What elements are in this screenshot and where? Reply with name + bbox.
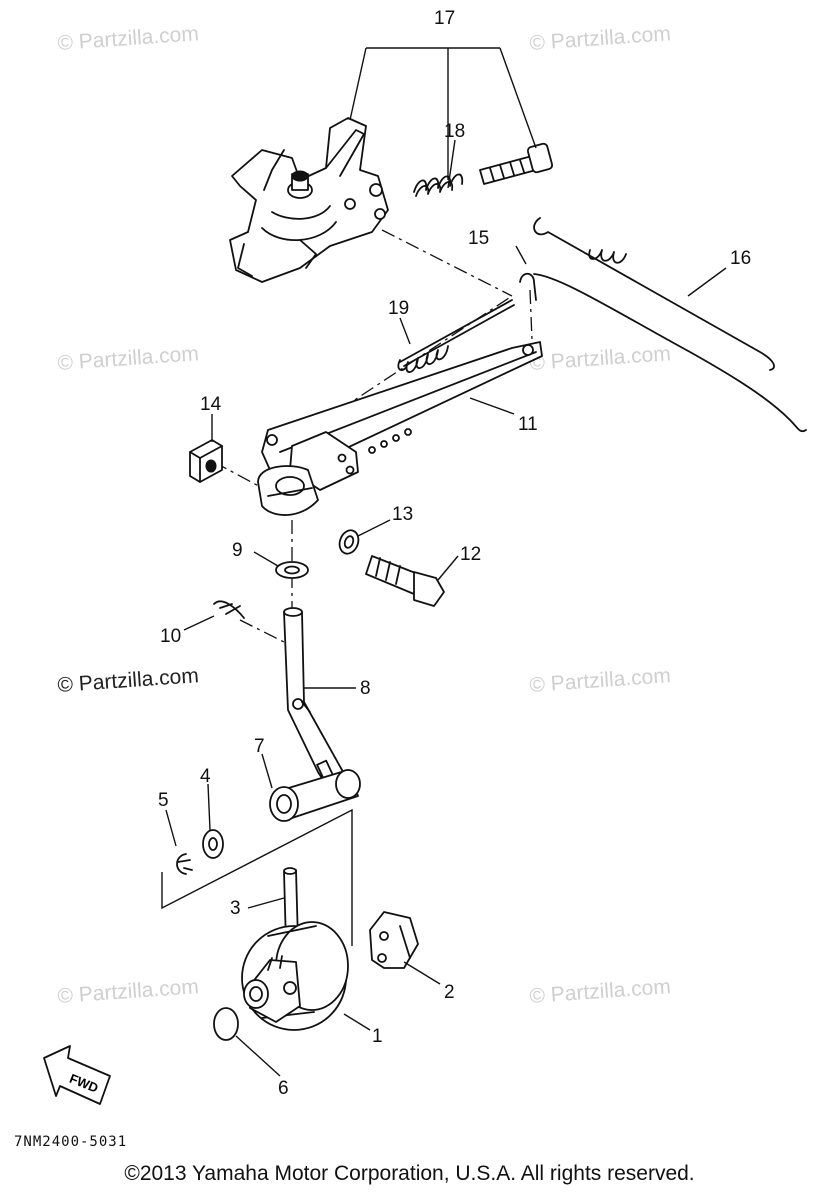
watermark-top-right: © Partzilla.com xyxy=(529,22,672,55)
callout-10: 10 xyxy=(160,626,181,647)
drum-cam-1 xyxy=(241,921,349,1031)
lever-arm-11 xyxy=(257,341,543,516)
callout-3: 3 xyxy=(230,898,241,919)
callout-6: 6 xyxy=(278,1078,289,1099)
washer-4-hole xyxy=(208,837,218,851)
e-clip-5 xyxy=(176,853,193,875)
watermark-mid-left: © Partzilla.com xyxy=(57,342,200,375)
callout-15: 15 xyxy=(468,228,489,249)
watermark-bottom-left: © Partzilla.com xyxy=(57,975,200,1008)
watermark-top-left: © Partzilla.com xyxy=(57,22,200,55)
control-unit-assembly xyxy=(229,117,389,283)
callout-11: 11 xyxy=(518,414,538,435)
callout-8: 8 xyxy=(360,678,371,699)
callout-16: 16 xyxy=(730,248,751,269)
callout-5: 5 xyxy=(158,790,169,811)
washer-13 xyxy=(338,529,360,555)
spring-19 xyxy=(397,299,515,373)
callout-18: 18 xyxy=(444,121,465,142)
bolt-17 xyxy=(479,142,554,185)
watermark-bottom-right: © Partzilla.com xyxy=(529,975,672,1008)
bushing-7 xyxy=(269,769,361,822)
callout-14: 14 xyxy=(200,394,222,415)
callout-19: 19 xyxy=(388,298,409,319)
bolt-12 xyxy=(365,555,445,607)
clip-10 xyxy=(213,600,245,619)
shaft-lever-8 xyxy=(283,607,349,795)
callout-7: 7 xyxy=(254,736,265,757)
spring-18 xyxy=(413,173,464,197)
watermark-center-right: © Partzilla.com xyxy=(529,664,672,697)
callout-17: 17 xyxy=(434,8,455,29)
callout-2: 2 xyxy=(444,982,455,1003)
nut-14 xyxy=(189,439,223,483)
copyright-notice: ©2013 Yamaha Motor Corporation, U.S.A. A… xyxy=(124,1162,695,1185)
callout-4: 4 xyxy=(200,766,211,787)
cable-15-16 xyxy=(519,217,807,433)
callout-12: 12 xyxy=(460,544,481,565)
callout-9: 9 xyxy=(232,540,243,561)
fwd-arrow-icon: FWD xyxy=(43,1045,111,1105)
washer-9-hole xyxy=(284,565,300,575)
watermark-mid-right: © Partzilla.com xyxy=(529,342,672,375)
washer-6 xyxy=(213,1007,239,1041)
diagram-code: 7NM2400-5031 xyxy=(14,1134,128,1150)
watermark-center-left: © Partzilla.com xyxy=(57,664,200,697)
callout-13: 13 xyxy=(392,504,413,525)
callout-1: 1 xyxy=(372,1026,383,1047)
clamp-bracket-2 xyxy=(369,911,419,969)
